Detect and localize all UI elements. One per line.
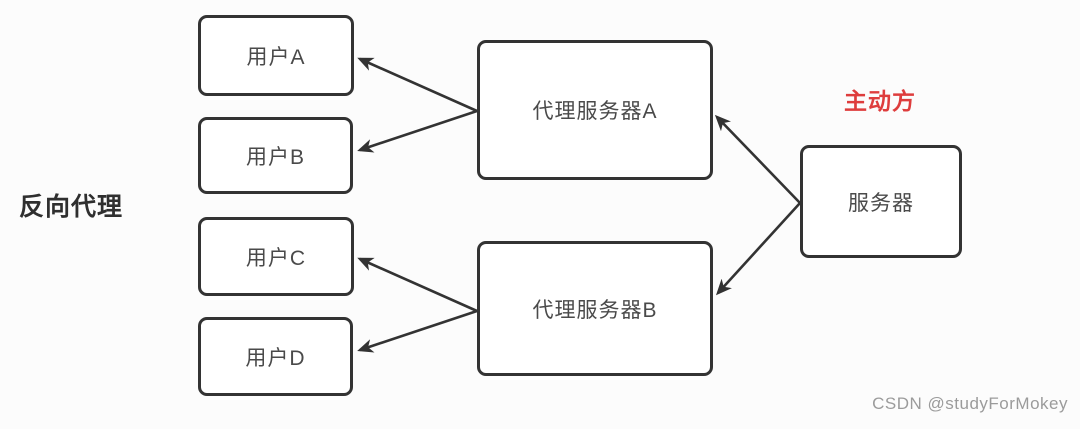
edge-proxy-a-to-user-a [357, 57, 478, 113]
active-party-label: 主动方 [844, 88, 916, 114]
node-label: 代理服务器A [532, 100, 658, 123]
node-server: 服务器 [800, 145, 962, 258]
csdn-watermark: CSDN @studyForMokey [872, 394, 1068, 413]
node-user-c: 用户C [198, 217, 354, 296]
edge-proxy-a-to-user-b [357, 109, 478, 153]
node-proxy-b: 代理服务器B [477, 241, 713, 376]
node-label: 服务器 [848, 191, 914, 215]
reverse-proxy-label: 反向代理 [19, 193, 124, 221]
edge-proxy-b-to-user-d [357, 309, 478, 353]
edge-server-to-proxy-a [714, 114, 801, 204]
node-label: 用户B [245, 145, 305, 169]
node-label: 代理服务器B [532, 298, 658, 322]
node-proxy-a: 代理服务器A [477, 40, 713, 180]
node-user-a: 用户A [198, 15, 354, 96]
node-user-d: 用户D [198, 317, 353, 396]
node-label: 用户C [245, 246, 307, 270]
node-user-b: 用户B [198, 117, 353, 194]
edge-server-to-proxy-b [715, 202, 801, 296]
edge-proxy-b-to-user-c [357, 257, 478, 313]
node-label: 用户D [245, 346, 306, 370]
node-label: 用户A [246, 45, 306, 69]
